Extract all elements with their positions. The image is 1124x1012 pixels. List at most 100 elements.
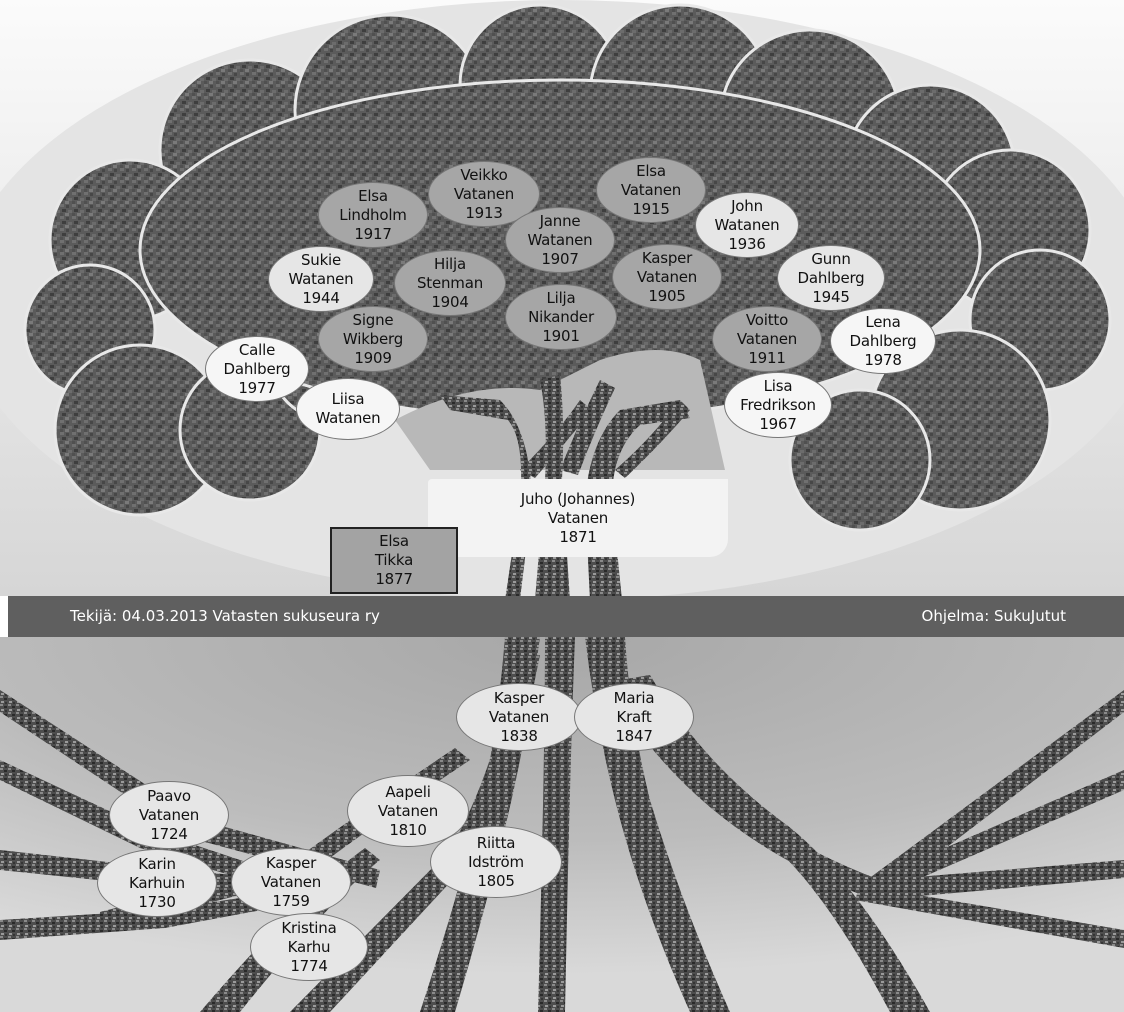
person-sukie-watanen[interactable]: Sukie Watanen 1944	[268, 246, 374, 312]
person-kasper-vatanen-1905[interactable]: Kasper Vatanen 1905	[612, 244, 722, 310]
person-year: 1917	[354, 224, 392, 243]
person-last-name: Watanen	[527, 230, 593, 249]
person-first-name: Sukie	[300, 250, 342, 269]
person-year: 1911	[748, 348, 786, 367]
person-last-name: Vatanen	[636, 267, 698, 286]
person-voitto-vatanen[interactable]: Voitto Vatanen 1911	[712, 306, 822, 372]
person-year: 1730	[138, 892, 176, 911]
person-year: 1847	[615, 726, 653, 745]
person-elsa-lindholm[interactable]: Elsa Lindholm 1917	[318, 182, 428, 248]
person-last-name: Vatanen	[260, 872, 322, 891]
person-kasper-vatanen-1838[interactable]: Kasper Vatanen 1838	[456, 683, 582, 751]
person-last-name: Watanen	[315, 409, 381, 427]
person-first-name: Lena	[865, 312, 901, 331]
person-year: 1978	[864, 350, 902, 369]
person-first-name: Hilja	[434, 254, 466, 273]
person-first-name: Kasper	[641, 248, 693, 267]
person-last-name: Dahlberg	[797, 268, 865, 287]
person-first-name: Maria	[613, 688, 655, 707]
person-kasper-vatanen-1759[interactable]: Kasper Vatanen 1759	[231, 848, 351, 916]
person-last-name: Vatanen	[488, 707, 550, 726]
person-last-name: Watanen	[714, 215, 780, 234]
person-signe-wikberg[interactable]: Signe Wikberg 1909	[318, 306, 428, 372]
person-last-name: Vatanen	[138, 805, 200, 824]
person-last-name: Nikander	[528, 307, 594, 326]
spouse-elsa-tikka[interactable]: Elsa Tikka 1877	[330, 527, 458, 594]
person-year: 1967	[759, 414, 797, 433]
person-first-name: Janne	[539, 211, 581, 230]
person-aapeli-vatanen[interactable]: Aapeli Vatanen 1810	[347, 775, 469, 847]
person-year: 1877	[375, 570, 413, 588]
person-first-name: Aapeli	[385, 782, 431, 801]
person-lisa-fredrikson[interactable]: Lisa Fredrikson 1967	[724, 372, 832, 438]
program-text: Ohjelma: SukuJutut	[921, 607, 1066, 625]
person-first-name: Elsa	[379, 532, 409, 550]
person-first-name: Juho (Johannes)	[520, 489, 636, 508]
person-first-name: Veikko	[460, 165, 508, 184]
person-year: 1759	[272, 891, 310, 910]
person-riitta-idstrom[interactable]: Riitta Idström 1805	[430, 826, 562, 898]
person-year: 1805	[477, 871, 515, 890]
person-year: 1907	[541, 249, 579, 268]
person-calle-dahlberg[interactable]: Calle Dahlberg 1977	[205, 336, 309, 402]
person-year: 1909	[354, 348, 392, 367]
person-first-name: Calle	[238, 340, 276, 359]
person-first-name: Kasper	[493, 688, 545, 707]
person-first-name: Voitto	[745, 310, 789, 329]
person-first-name: Kristina	[281, 918, 337, 937]
person-first-name: Signe	[352, 310, 394, 329]
person-john-watanen[interactable]: John Watanen 1936	[695, 192, 799, 258]
person-karin-karhuin[interactable]: Karin Karhuin 1730	[97, 849, 217, 917]
person-year: 1936	[728, 234, 766, 253]
person-year: 1977	[238, 378, 276, 397]
person-last-name: Vatanen	[377, 801, 439, 820]
person-last-name: Idström	[468, 852, 524, 871]
person-last-name: Tikka	[374, 551, 414, 569]
person-last-name: Vatanen	[620, 180, 682, 199]
person-year: 1774	[290, 956, 328, 975]
person-year: 1724	[150, 824, 188, 843]
person-year: 1810	[389, 820, 427, 839]
person-first-name: John	[731, 196, 763, 215]
person-last-name: Dahlberg	[223, 359, 291, 378]
person-year: 1838	[500, 726, 538, 745]
person-year: 1915	[632, 199, 670, 218]
person-last-name: Fredrikson	[740, 395, 816, 414]
person-year: 1944	[302, 288, 340, 307]
person-last-name: Wikberg	[342, 329, 404, 348]
person-first-name: Lilja	[546, 288, 576, 307]
person-year: 1901	[542, 326, 580, 345]
person-last-name: Dahlberg	[849, 331, 917, 350]
person-maria-kraft[interactable]: Maria Kraft 1847	[574, 683, 694, 751]
person-first-name: Lisa	[763, 376, 793, 395]
person-liisa-watanen[interactable]: Liisa Watanen	[296, 378, 400, 440]
person-last-name: Vatanen	[736, 329, 798, 348]
person-hilja-stenman[interactable]: Hilja Stenman 1904	[394, 250, 506, 316]
person-janne-watanen[interactable]: Janne Watanen 1907	[505, 207, 615, 273]
person-year: 1904	[431, 292, 469, 311]
main-person-juho-vatanen[interactable]: Juho (Johannes) Vatanen 1871	[428, 479, 728, 557]
person-last-name: Kraft	[616, 707, 652, 726]
person-last-name: Stenman	[416, 273, 484, 292]
person-veikko-vatanen[interactable]: Veikko Vatanen 1913	[428, 161, 540, 227]
info-banner: Tekijä: 04.03.2013 Vatasten sukuseura ry…	[8, 596, 1124, 637]
person-first-name: Karin	[138, 854, 176, 873]
person-first-name: Elsa	[636, 161, 666, 180]
person-first-name: Paavo	[147, 786, 191, 805]
person-year: 1905	[648, 286, 686, 305]
person-elsa-vatanen[interactable]: Elsa Vatanen 1915	[596, 157, 706, 223]
person-paavo-vatanen[interactable]: Paavo Vatanen 1724	[109, 781, 229, 849]
person-lena-dahlberg[interactable]: Lena Dahlberg 1978	[830, 308, 936, 374]
person-last-name: Lindholm	[339, 205, 407, 224]
person-first-name: Kasper	[265, 853, 317, 872]
person-kristina-karhu[interactable]: Kristina Karhu 1774	[250, 913, 368, 981]
person-first-name: Elsa	[358, 186, 388, 205]
person-first-name: Gunn	[811, 249, 851, 268]
person-first-name: Riitta	[476, 833, 516, 852]
person-year: 1913	[465, 203, 503, 222]
person-lilja-nikander[interactable]: Lilja Nikander 1901	[505, 284, 617, 350]
person-year: 1871	[559, 527, 597, 546]
person-gunn-dahlberg[interactable]: Gunn Dahlberg 1945	[777, 245, 885, 311]
person-last-name: Karhuin	[129, 873, 185, 892]
